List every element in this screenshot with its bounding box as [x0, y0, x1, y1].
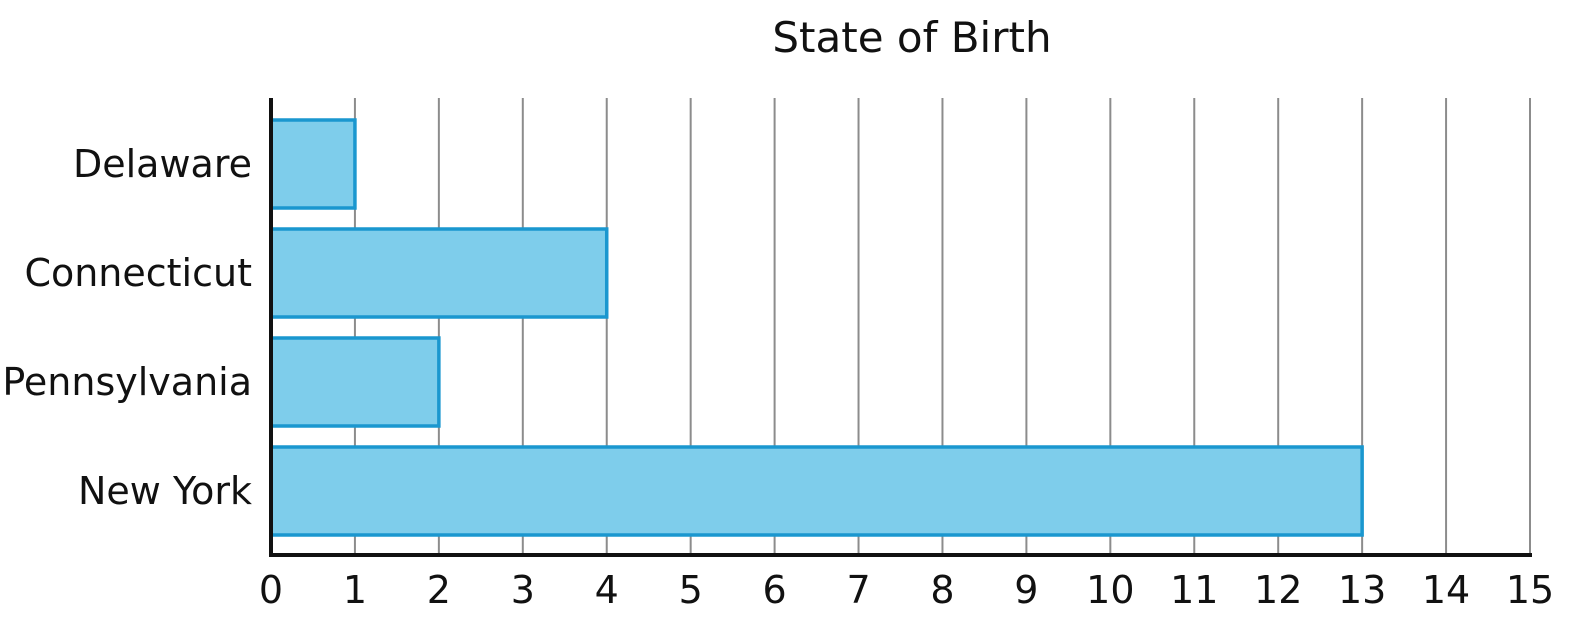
category-label-connecticut: Connecticut [24, 251, 252, 295]
x-tick-label-4: 4 [595, 568, 619, 612]
bar-new-york [269, 445, 1364, 537]
x-tick-label-6: 6 [763, 568, 787, 612]
x-tick-label-3: 3 [511, 568, 535, 612]
x-tick-label-14: 14 [1422, 568, 1470, 612]
x-tick-label-0: 0 [259, 568, 283, 612]
x-tick-label-9: 9 [1014, 568, 1038, 612]
category-label-pennsylvania: Pennsylvania [2, 360, 252, 404]
x-tick-label-1: 1 [343, 568, 367, 612]
category-label-delaware: Delaware [73, 142, 252, 186]
x-tick-label-15: 15 [1506, 568, 1554, 612]
x-tick-label-11: 11 [1170, 568, 1218, 612]
x-tick-label-12: 12 [1254, 568, 1302, 612]
bar-pennsylvania [269, 336, 441, 428]
x-tick-label-8: 8 [930, 568, 954, 612]
bar-connecticut [269, 227, 609, 319]
x-tick-label-13: 13 [1338, 568, 1386, 612]
category-label-new-york: New York [78, 469, 252, 513]
x-tick-label-2: 2 [427, 568, 451, 612]
bar-delaware [269, 118, 357, 210]
x-tick-label-7: 7 [846, 568, 870, 612]
x-tick-label-5: 5 [679, 568, 703, 612]
x-tick-label-10: 10 [1086, 568, 1134, 612]
chart-title: State of Birth [772, 13, 1051, 62]
bars [269, 118, 1364, 537]
axes [269, 98, 1532, 557]
